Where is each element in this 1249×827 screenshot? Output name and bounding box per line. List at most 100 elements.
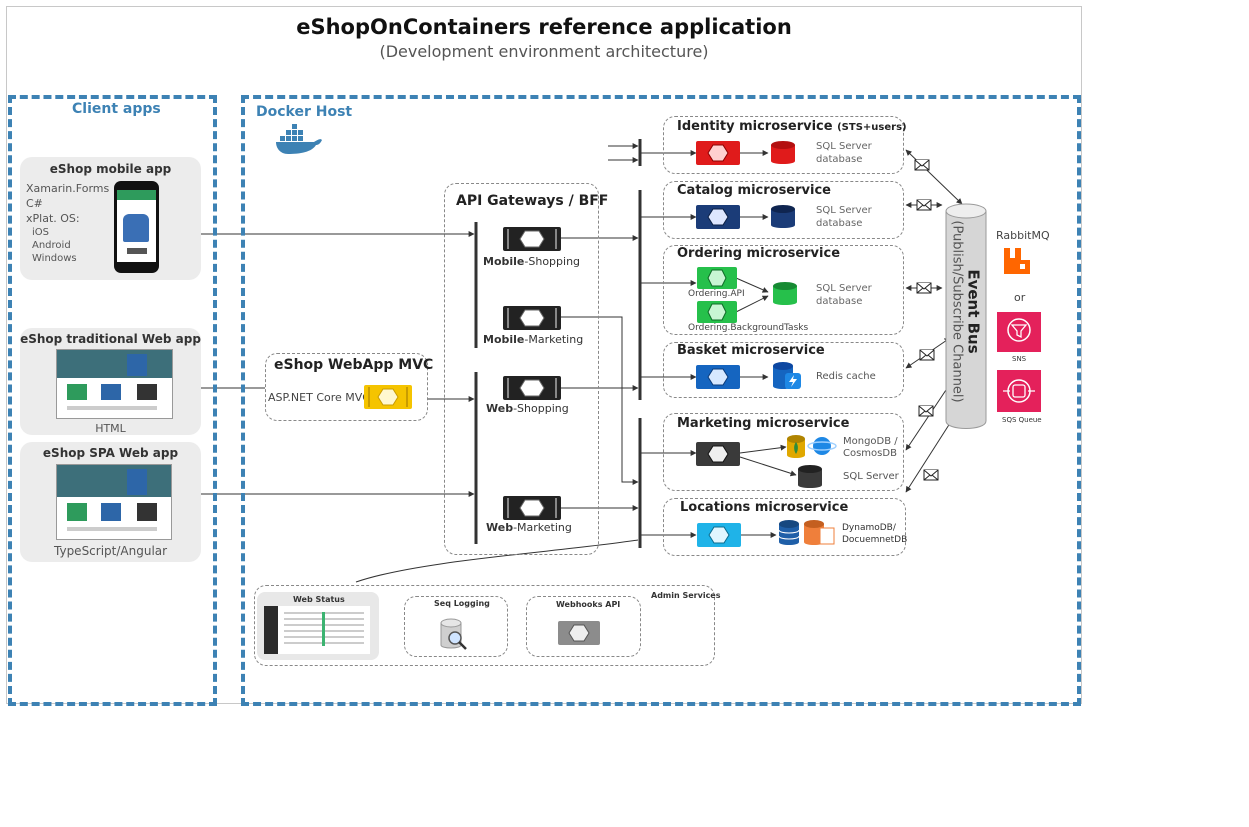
catalog-service-title: Catalog microservice	[677, 183, 831, 198]
webapp-mvc-title: eShop WebApp MVC	[274, 357, 434, 373]
mvc-container-icon	[364, 385, 412, 409]
marketing-sql-database-icon	[798, 465, 822, 488]
ordering-api-label: Ordering.API	[688, 289, 745, 299]
event-bus-label: Event Bus (Publish/Subscribe Channel)	[950, 202, 983, 422]
webhooks-api-title: Webhooks API	[556, 600, 621, 609]
seq-logging-icon	[440, 618, 467, 650]
client-apps-label: Client apps	[72, 101, 161, 117]
envelope-icon	[916, 282, 932, 294]
event-bus-subtitle: (Publish/Subscribe Channel)	[949, 220, 965, 403]
tech-item: C#	[26, 197, 43, 210]
envelope-icon	[919, 349, 935, 361]
gateway-label: Mobile-Marketing	[483, 333, 584, 346]
webhooks-container-icon	[558, 621, 600, 645]
ordering-service-box	[663, 245, 904, 335]
identity-container-icon	[696, 141, 740, 165]
os-item: Windows	[32, 253, 77, 264]
gateway-label: Mobile-Shopping	[483, 255, 581, 268]
identity-database-icon	[771, 141, 795, 164]
spa-caption: TypeScript/Angular	[54, 544, 168, 558]
ordering-api-container-icon	[697, 267, 737, 289]
gateway-icon	[503, 306, 561, 330]
dynamodb-documentdb-icon	[778, 520, 835, 545]
api-gateways-box	[444, 183, 599, 555]
web-status-card: Web Status	[257, 592, 379, 660]
docker-host-region	[241, 95, 1081, 706]
sns-icon	[997, 312, 1041, 352]
admin-services-label: Admin Services	[651, 591, 721, 600]
envelope-icon	[923, 469, 939, 481]
gateway-icon	[503, 227, 561, 251]
mobile-app-card: eShop mobile app Xamarin.Forms C# xPlat.…	[20, 157, 201, 280]
webapp-screenshot	[56, 349, 173, 419]
sns-label: SNS	[1012, 355, 1027, 363]
ordering-bg-label: Ordering.BackgroundTasks	[688, 323, 809, 333]
web-status-title: Web Status	[293, 595, 345, 604]
api-gateways-title: API Gateways / BFF	[456, 193, 609, 209]
locations-service-title: Locations microservice	[680, 500, 849, 515]
basket-container-icon	[696, 365, 740, 389]
envelope-icon	[914, 159, 930, 171]
envelope-icon	[916, 199, 932, 211]
identity-service-box	[663, 116, 904, 174]
marketing-sql-label: SQL Server	[843, 471, 899, 482]
webhooks-api-box	[526, 596, 641, 657]
admin-services-box	[254, 585, 715, 666]
locations-container-icon	[697, 523, 741, 547]
seq-logging-box	[404, 596, 508, 657]
redis-cache-icon	[773, 362, 801, 389]
locations-service-box	[663, 498, 906, 556]
spa-web-app-title: eShop SPA Web app	[42, 446, 179, 460]
docker-whale-icon	[276, 124, 322, 154]
gateway-label: Web-Shopping	[486, 402, 569, 415]
docker-host-label: Docker Host	[256, 104, 353, 120]
spa-web-app-card: eShop SPA Web app TypeScript/Angular	[20, 442, 201, 562]
marketing-db-label: MongoDB /CosmosDB	[843, 436, 898, 459]
spa-screenshot	[56, 464, 172, 540]
event-bus-title: Event Bus	[964, 269, 983, 354]
rabbitmq-label: RabbitMQ	[996, 229, 1050, 242]
envelope-icons	[914, 159, 939, 481]
os-item: Android	[32, 240, 71, 251]
basket-service-box	[663, 342, 904, 398]
diagram-title: eShopOnContainers reference application	[296, 15, 792, 39]
gateway-label: Web-Marketing	[486, 521, 572, 534]
mongodb-cosmosdb-icon	[787, 435, 837, 458]
mobile-os-list: iOS Android Windows	[32, 226, 77, 265]
mobile-app-title: eShop mobile app	[49, 162, 172, 176]
rabbitmq-icon	[1004, 248, 1030, 274]
ordering-database-icon	[773, 282, 797, 305]
traditional-web-app-card: eShop traditional Web app HTML	[20, 328, 201, 435]
basket-db-label: Redis cache	[816, 371, 876, 382]
gateway-icon	[503, 496, 561, 520]
catalog-database-icon	[771, 205, 795, 228]
web-status-screenshot	[264, 606, 370, 654]
ordering-service-title: Ordering microservice	[677, 246, 841, 261]
gateway-icon	[503, 376, 561, 400]
traditional-web-app-title: eShop traditional Web app	[20, 332, 201, 346]
phone-screen	[117, 190, 156, 262]
marketing-service-box	[663, 413, 904, 491]
marketing-container-icon	[696, 442, 740, 466]
client-apps-region	[8, 95, 217, 706]
phone-image	[114, 181, 159, 273]
gw2-out-arrow	[560, 316, 639, 485]
envelope-icon	[918, 405, 934, 417]
basket-service-title: Basket microservice	[677, 343, 825, 358]
ordering-bg-container-icon	[697, 301, 737, 323]
tech-item: xPlat. OS:	[26, 212, 80, 225]
mobile-tech-list: Xamarin.Forms C# xPlat. OS:	[26, 181, 109, 226]
event-bus-cylinder	[945, 203, 987, 429]
diagram-subtitle: (Development environment architecture)	[379, 42, 709, 61]
sqs-label: SQS Queue	[1002, 416, 1042, 424]
sqs-queue-icon	[997, 370, 1041, 412]
webapp-mvc-tech: ASP.NET Core MVC	[268, 391, 370, 404]
locations-db-label: DynamoDB/DocuemnetDB	[842, 523, 908, 545]
catalog-service-box	[663, 181, 904, 239]
marketing-service-title: Marketing microservice	[677, 416, 850, 431]
seq-logging-title: Seq Logging	[434, 599, 490, 608]
